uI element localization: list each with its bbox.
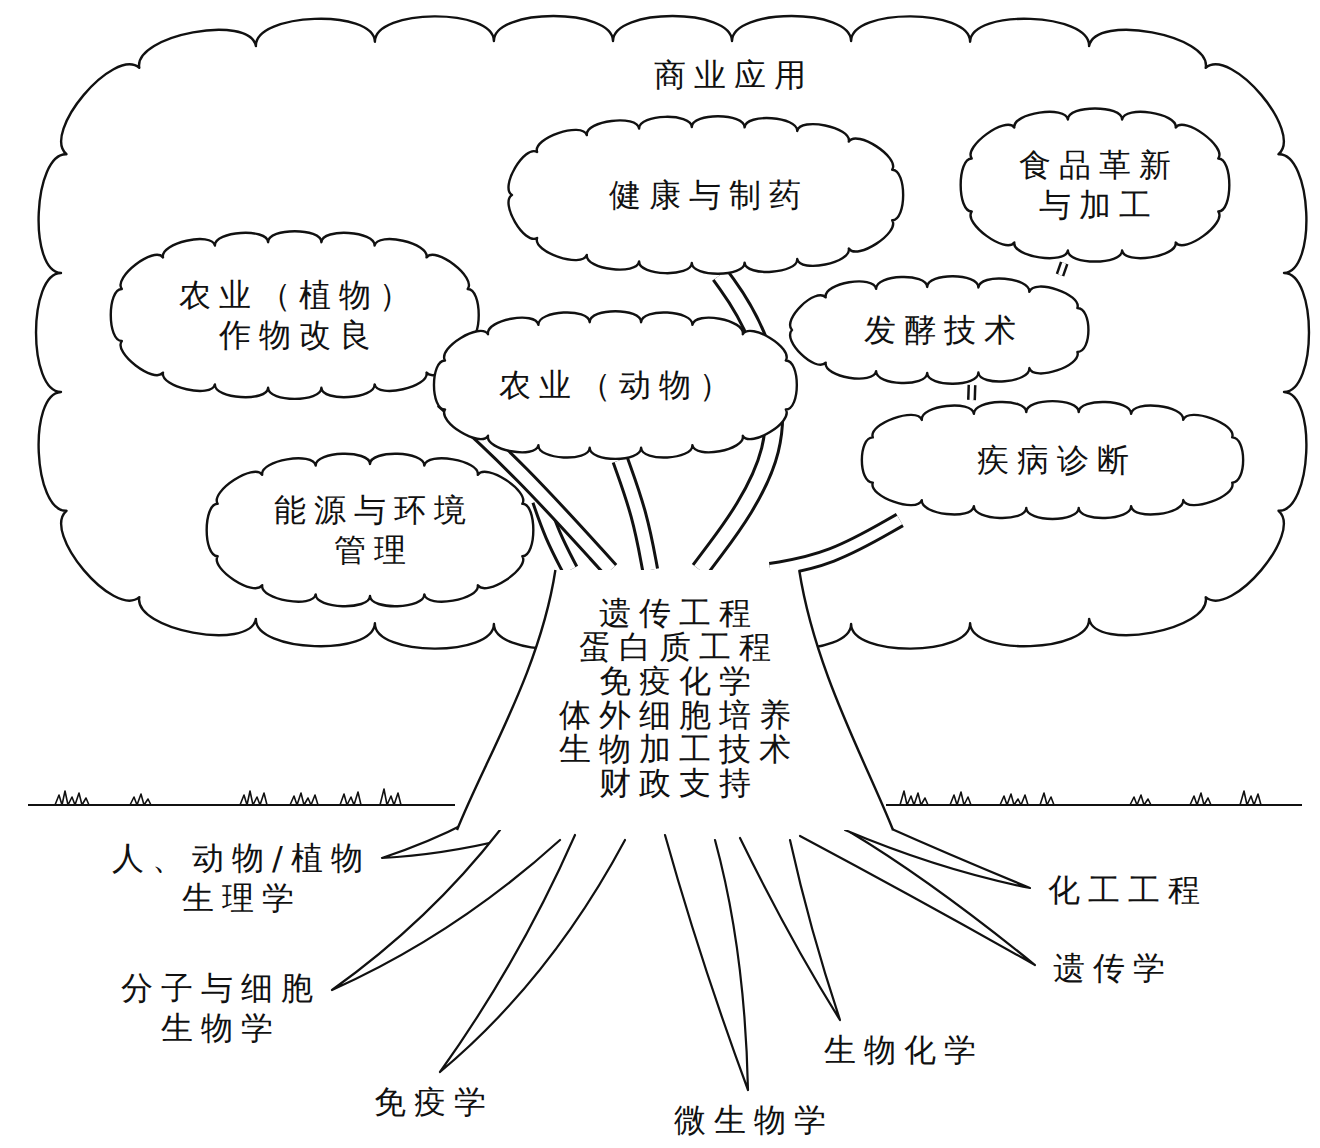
tree-branch [443,400,611,570]
label-box: 免疫学 [366,1082,494,1122]
root-label: 微生物学 [666,1100,834,1140]
cloud-label: 健康与制药 [601,175,809,215]
cloud-node: 疾病诊断 [850,400,1255,520]
branch-wood [770,520,900,570]
cloud-outline [105,230,485,400]
root-label: 生物化学 [816,1030,984,1070]
trunk-side [457,570,893,830]
cloud-outline [200,452,540,608]
trunk-label: 生物加工技术 [551,732,799,766]
cloud-label: 农业（动物） [491,365,739,405]
trunk-label: 蛋白质工程 [571,630,779,664]
trunk-fill [457,570,893,830]
branch-outline [770,520,900,570]
cloud-shape [434,311,797,459]
text-group: 遗传工程蛋白质工程免疫化学体外细胞培养生物加工技术财政支持 [551,596,799,800]
cloud-node: 健康与制药 [500,115,910,275]
tree-branch [770,520,900,570]
tree-branch [1060,263,1064,275]
label-box: 人、动物/植物 生理学 [103,838,372,918]
cloud-label: 发酵技术 [856,310,1024,350]
cloud-shape [509,116,904,274]
cloud-shape [36,16,1309,649]
cloud-node: 能源与环境 管理 [200,452,540,608]
cloud-shape [207,454,534,606]
cloud-node: 食品革新 与加工 [955,107,1235,263]
root-label: 遗传学 [1045,948,1173,988]
tree-root [845,826,1030,888]
cloud-node: 发酵技术 [780,275,1100,385]
branch-outline [1060,263,1064,275]
outer-cloud: 健康与制药 食品革新 与加工农业（植物） 作物改良农业（动物） 发酵技术疾病诊断能源… [35,15,1310,650]
label-box: 分子与细胞 生物学 [112,968,322,1048]
trunk-label: 免疫化学 [591,664,759,698]
text-group: 能源与环境 管理 [265,490,475,570]
text-group: 商业应用 [646,55,814,95]
root-label: 分子与细胞 生物学 [112,968,322,1048]
branch-outline [967,385,977,400]
text-group: 疾病诊断 [969,440,1137,480]
text-group: 健康与制药 [601,175,809,215]
text-group: 农业（动物） [491,365,739,405]
branch-wood [620,460,650,570]
branch-wood [443,400,611,570]
cloud-label: 食品革新 与加工 [1010,145,1180,225]
label-box: 化工工程 [1040,870,1208,910]
branch-wood [970,385,975,400]
cloud-node: 农业（植物） 作物改良 [105,230,485,400]
cloud-shape [961,108,1230,261]
branch-outline [443,400,611,570]
text-group: 食品革新 与加工 [1010,145,1180,225]
root-label: 化工工程 [1040,870,1208,910]
trunk-label: 遗传工程 [591,596,759,630]
label-box: 微生物学 [666,1100,834,1140]
label-box: 生物化学 [816,1030,984,1070]
cloud-outline [955,107,1235,263]
branch-wood [1060,263,1064,275]
text-group: 发酵技术 [856,310,1024,350]
root-label: 人、动物/植物 生理学 [103,838,372,918]
cloud-title: 商业应用 [646,55,814,95]
cloud-shape [111,231,479,399]
tree-root [440,835,625,1072]
cloud-shape [862,401,1243,519]
tree-branch [700,275,774,570]
cloud-shape [790,276,1088,383]
tree-trunk: 遗传工程蛋白质工程免疫化学体外细胞培养生物加工技术财政支持 [445,570,905,830]
cloud-label: 农业（植物） 作物改良 [170,275,420,355]
tree-root [665,835,748,1090]
ground-line [28,804,1302,806]
cloud-label: 疾病诊断 [969,440,1137,480]
tree-root [740,838,840,1020]
root-label: 免疫学 [366,1082,494,1122]
tree-branch [620,460,650,570]
tree-branch [971,385,973,400]
branch-outline [700,275,774,570]
cloud-node: 农业（动物） [427,310,804,460]
trunk-label: 体外细胞培养 [551,698,799,732]
text-group: 农业（植物） 作物改良 [170,275,420,355]
label-box: 遗传学 [1045,948,1173,988]
branch-outline [620,460,650,570]
branch-wood [700,275,774,570]
cloud-label: 能源与环境 管理 [265,490,475,570]
trunk-label: 财政支持 [591,766,759,800]
